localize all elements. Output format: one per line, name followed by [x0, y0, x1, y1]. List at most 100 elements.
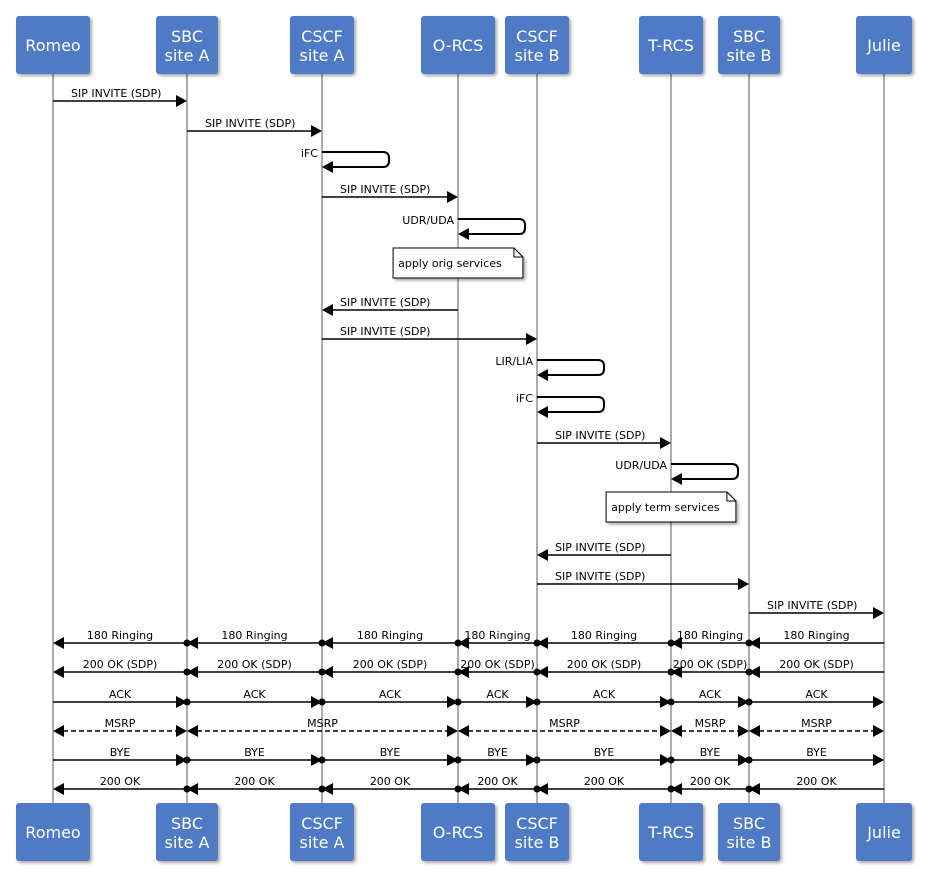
response-label: MSRP	[801, 717, 832, 730]
arrow-head	[660, 437, 671, 449]
note: apply orig services	[392, 247, 524, 279]
message: SIP INVITE (SDP)	[322, 325, 537, 345]
self-message-label: iFC	[516, 392, 533, 405]
response-segment: 200 OK (SDP)	[537, 658, 675, 678]
participant-box	[156, 803, 218, 861]
response-label: 200 OK	[370, 775, 411, 788]
note-text: apply orig services	[398, 257, 502, 270]
participant-label: site A	[300, 833, 345, 852]
note-box	[392, 247, 524, 279]
response-label: 180 Ringing	[221, 629, 287, 642]
arrow-head	[187, 725, 198, 737]
response-label: ACK	[379, 688, 402, 701]
arrow-head	[176, 95, 187, 107]
arrow-head	[749, 666, 760, 678]
response-label: BYE	[487, 746, 508, 759]
response-segment: ACK	[318, 688, 458, 708]
response-segment: 180 Ringing	[322, 629, 462, 649]
participant-box	[639, 803, 703, 861]
participant-label: CSCF	[516, 27, 558, 46]
response-label: 200 OK (SDP)	[217, 658, 292, 671]
origin-dot	[533, 756, 541, 764]
origin-dot	[667, 698, 675, 706]
arrow-head	[447, 696, 458, 708]
participant-box	[16, 16, 90, 74]
participant-box	[505, 16, 569, 74]
response-segment: 200 OK	[458, 775, 541, 795]
participant-label: Julie	[866, 823, 901, 842]
arrow-head	[526, 333, 537, 345]
participant-label: site A	[300, 46, 345, 65]
response-segment: MSRP	[671, 717, 749, 737]
arrow-head	[749, 725, 760, 737]
response-segment: 200 OK	[749, 775, 884, 795]
arrow-head	[458, 228, 469, 240]
arrow-head	[671, 637, 682, 649]
arrow-head	[873, 696, 884, 708]
response-segment: 180 Ringing	[53, 629, 191, 649]
arrow-head	[311, 696, 322, 708]
participant-label: Julie	[866, 36, 901, 55]
message-label: SIP INVITE (SDP)	[555, 541, 645, 554]
participant-box	[856, 16, 912, 74]
response-segment: ACK	[183, 688, 322, 708]
message-label: SIP INVITE (SDP)	[205, 117, 295, 130]
message: SIP INVITE (SDP)	[537, 570, 749, 590]
participant-box	[505, 803, 569, 861]
participant-label: site A	[165, 833, 210, 852]
arrow-head	[53, 725, 64, 737]
response-label: 200 OK (SDP)	[673, 658, 748, 671]
response-segment: BYE	[318, 746, 458, 766]
origin-dot	[183, 756, 191, 764]
arrow-head	[322, 161, 333, 173]
message: SIP INVITE (SDP)	[322, 296, 458, 316]
response-label: 180 Ringing	[357, 629, 423, 642]
response-label: MSRP	[307, 717, 338, 730]
participant-box	[718, 803, 780, 861]
self-message-line	[671, 463, 739, 480]
arrow-head	[738, 725, 749, 737]
participant-box	[856, 803, 912, 861]
response-label: 200 OK (SDP)	[83, 658, 158, 671]
participant-label: O-RCS	[433, 36, 483, 55]
participant-julie-bottom: Julie	[856, 803, 912, 861]
arrow-head	[311, 754, 322, 766]
response-segment: MSRP	[458, 717, 671, 737]
arrow-head	[738, 754, 749, 766]
participant-box	[16, 803, 90, 861]
response-segment: 200 OK	[53, 775, 191, 795]
response-label: 200 OK (SDP)	[353, 658, 428, 671]
origin-dot	[454, 698, 462, 706]
response-segment: 200 OK (SDP)	[187, 658, 326, 678]
response-segment: BYE	[667, 746, 749, 766]
response-label: MSRP	[549, 717, 580, 730]
response-segment: BYE	[745, 746, 884, 766]
participant-label: site B	[515, 833, 560, 852]
response-label: MSRP	[105, 717, 136, 730]
response-label: 200 OK	[477, 775, 518, 788]
participant-box	[421, 803, 495, 861]
response-label: 200 OK (SDP)	[779, 658, 854, 671]
arrow-head	[447, 754, 458, 766]
arrow-head	[176, 696, 187, 708]
arrow-head	[526, 754, 537, 766]
origin-dot	[454, 756, 462, 764]
self-message-line	[537, 396, 605, 413]
arrow-head	[526, 696, 537, 708]
arrow-head	[738, 578, 749, 590]
response-label: 200 OK (SDP)	[460, 658, 535, 671]
response-segment: 200 OK (SDP)	[53, 658, 191, 678]
origin-dot	[183, 698, 191, 706]
origin-dot	[745, 756, 753, 764]
response-row: 180 Ringing 180 Ringing 180 Ringing 180 Rin…	[53, 629, 884, 649]
arrow-head	[322, 637, 333, 649]
message: SIP INVITE (SDP)	[322, 183, 458, 203]
message: SIP INVITE (SDP)	[53, 87, 187, 107]
participant-romeo-bottom: Romeo	[16, 803, 90, 861]
response-segment: 180 Ringing	[458, 629, 541, 649]
